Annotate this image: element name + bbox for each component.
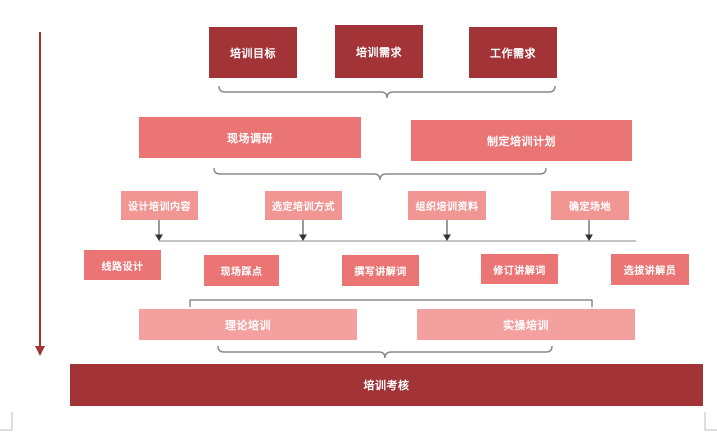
- box-organize-material: 组织培训资料: [408, 191, 486, 220]
- box-theory-training: 理论培训: [139, 309, 357, 340]
- box-confirm-venue: 确定场地: [551, 191, 629, 220]
- box-training-demand: 培训需求: [335, 25, 423, 78]
- prep-arrows: [155, 220, 593, 241]
- timeline-arrow-head: [35, 346, 45, 356]
- box-training-goal: 培训目标: [209, 27, 297, 78]
- brace-inputs: [218, 85, 556, 99]
- box-field-research: 现场调研: [139, 117, 361, 158]
- box-design-content: 设计培训内容: [121, 191, 198, 220]
- box-practice-training: 实操培训: [417, 309, 635, 340]
- box-training-exam: 培训考核: [70, 364, 703, 406]
- box-write-script: 撰写讲解词: [342, 255, 419, 286]
- box-select-method: 选定培训方式: [265, 191, 342, 220]
- box-route-design: 线路设计: [84, 250, 161, 280]
- crop-mark-right: [704, 412, 717, 431]
- crop-mark-left: [0, 412, 13, 431]
- box-make-plan: 制定培训计划: [411, 120, 632, 161]
- brace-research: [213, 167, 547, 181]
- box-revise-script: 修订讲解词: [481, 254, 558, 284]
- box-work-demand: 工作需求: [469, 27, 557, 78]
- box-select-guide: 选拔讲解员: [611, 254, 689, 285]
- box-site-check: 现场踩点: [204, 255, 279, 286]
- bracket-training: [189, 299, 593, 307]
- brace-training: [217, 345, 553, 359]
